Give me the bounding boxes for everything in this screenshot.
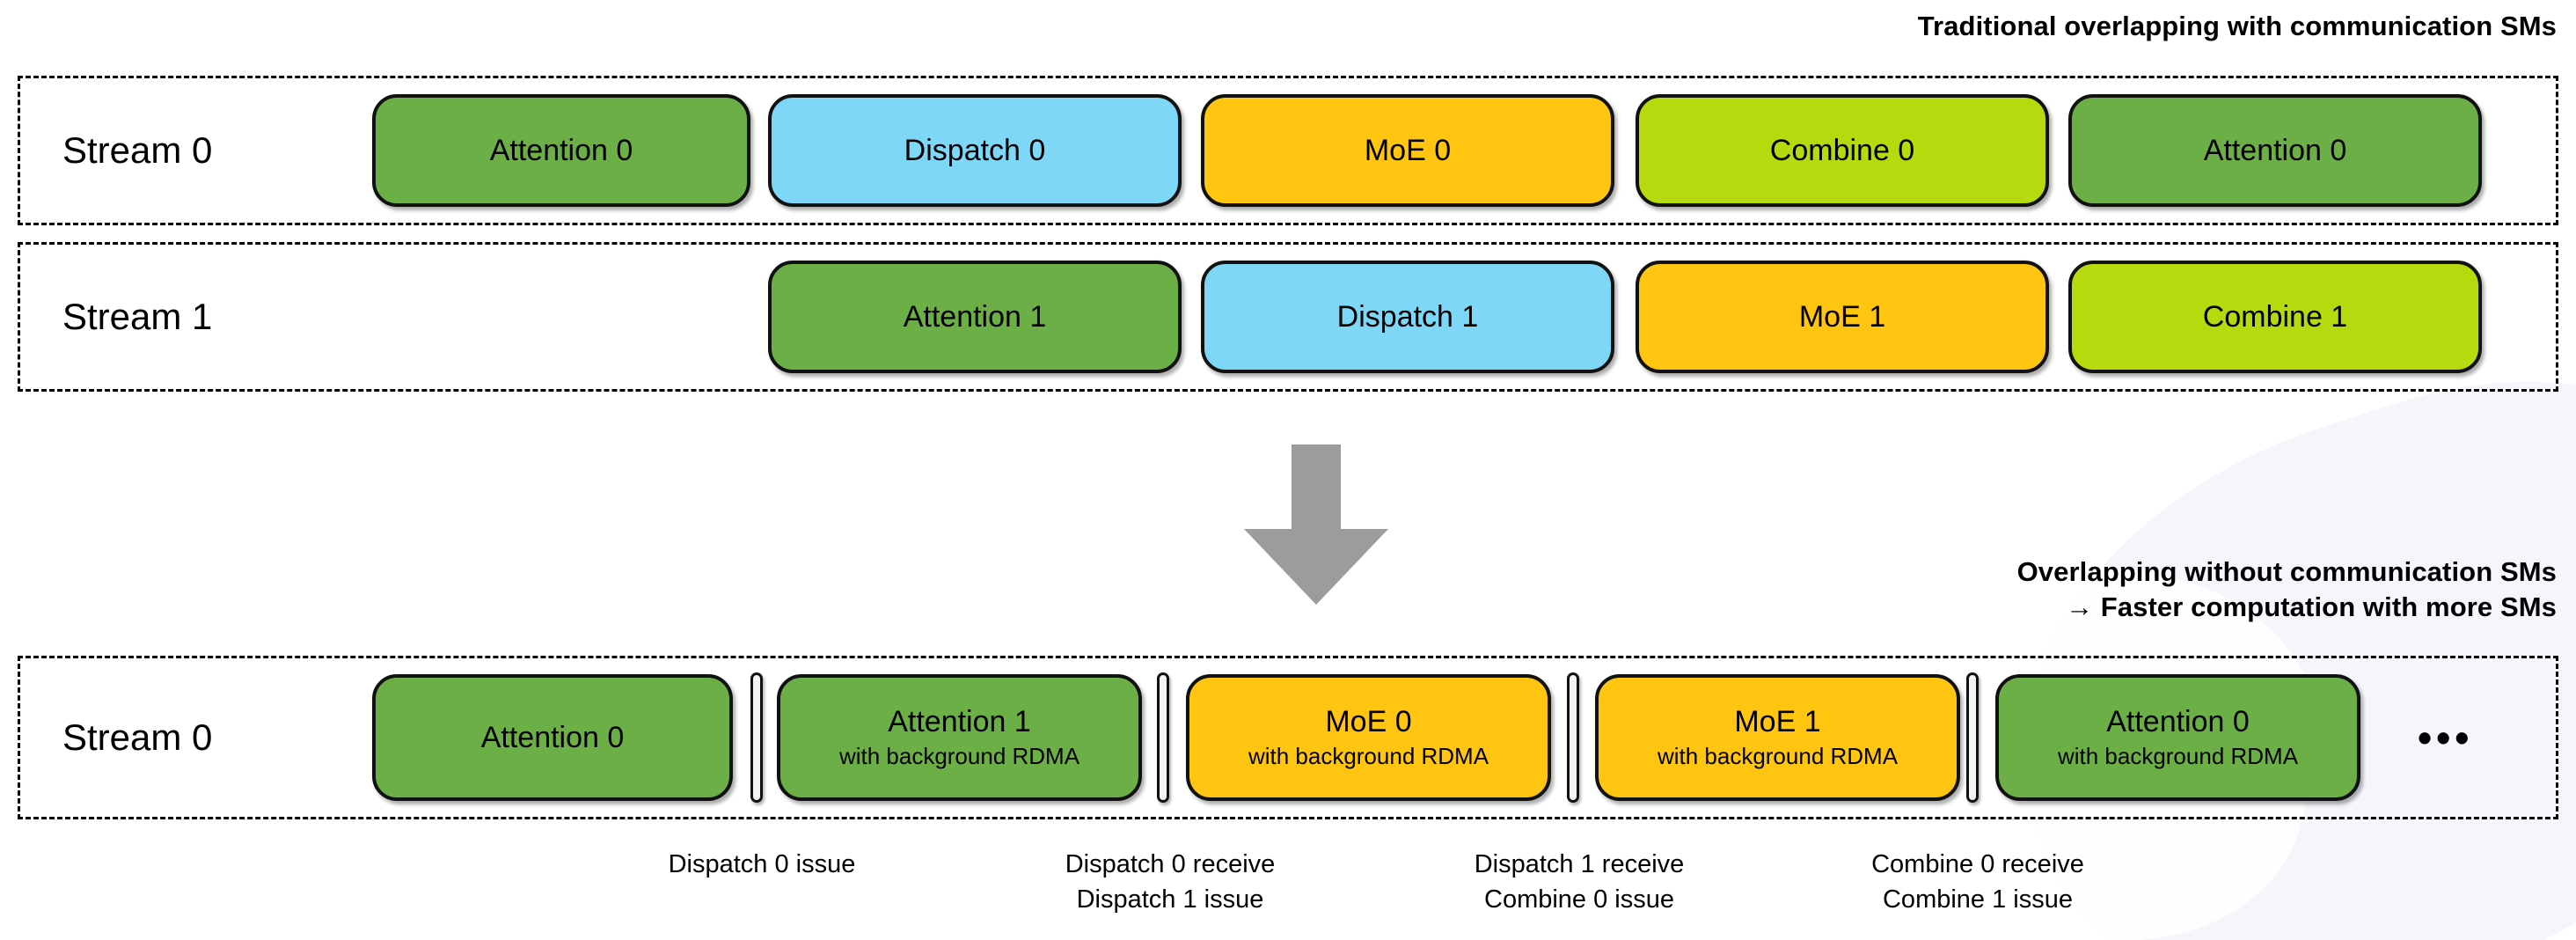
block-title: Attention 0 [489, 133, 633, 167]
block-title: Dispatch 0 [904, 133, 1046, 167]
block-subtitle: with background RDMA [838, 743, 1080, 770]
block-attention-0[interactable]: Attention 0 [372, 94, 750, 207]
block-title: Attention 1 [888, 705, 1031, 739]
block-dispatch-0[interactable]: Dispatch 0 [768, 94, 1182, 207]
lane-stream0-bottom: Stream 0 Attention 0 Attention 1 with back… [18, 656, 2558, 819]
block-separator-bar [1157, 672, 1169, 803]
lane-track-stream0-bottom: Attention 0 Attention 1 with background RD… [20, 658, 2556, 817]
block-title: Combine 1 [2202, 299, 2348, 334]
down-arrow-icon [1244, 444, 1388, 605]
block-subtitle: with background RDMA [2057, 743, 2299, 770]
lane-label-stream0-top: Stream 0 [62, 129, 213, 171]
block-attention-1[interactable]: Attention 1 [768, 261, 1182, 373]
block-subtitle: with background RDMA [1657, 743, 1899, 770]
ellipsis-continuation: ••• [2418, 715, 2474, 760]
block-separator-bar [1567, 672, 1579, 803]
block-title: MoE 0 [1325, 705, 1412, 739]
block-moe-1[interactable]: MoE 1 [1636, 261, 2049, 373]
block-title: Combine 0 [1769, 133, 1915, 167]
block-combine-0[interactable]: Combine 0 [1636, 94, 2049, 207]
lane-stream0-top: Stream 0 Attention 0 Dispatch 0 MoE 0 Combi… [18, 76, 2558, 225]
annotation-note: Dispatch 1 receive Combine 0 issue [1474, 850, 1685, 914]
lane-label-stream0-bottom: Stream 0 [62, 716, 213, 758]
lane-label-stream1: Stream 1 [62, 296, 213, 337]
block-title: Dispatch 1 [1336, 299, 1479, 334]
block-attention-0[interactable]: Attention 0 [372, 674, 733, 801]
block-attention-0[interactable]: Attention 0 [2068, 94, 2482, 207]
annotation-note: Dispatch 0 issue [668, 850, 856, 878]
block-title: Attention 0 [480, 720, 625, 754]
block-moe-0[interactable]: MoE 0 with background RDMA [1186, 674, 1551, 801]
caption-overlapping-without-comm-sms: Overlapping without communication SMs → … [2016, 556, 2557, 622]
block-moe-1[interactable]: MoE 1 with background RDMA [1595, 674, 1960, 801]
block-separator-bar [750, 672, 763, 803]
lane-stream1: Stream 1 Attention 1 Dispatch 1 MoE 1 Combi… [18, 242, 2558, 392]
block-moe-0[interactable]: MoE 0 [1201, 94, 1614, 207]
lane-track-stream0-top: Attention 0 Dispatch 0 MoE 0 Combine 0 Atten… [20, 78, 2556, 223]
block-attention-0[interactable]: Attention 0 with background RDMA [1995, 674, 2360, 801]
annotation-note: Dispatch 0 receive Dispatch 1 issue [1065, 850, 1276, 914]
block-title: MoE 1 [1798, 299, 1886, 334]
annotation-note: Combine 0 receive Combine 1 issue [1871, 850, 2084, 914]
block-title: MoE 0 [1364, 133, 1452, 167]
block-title: Attention 0 [2203, 133, 2347, 167]
lane-track-stream1: Attention 1 Dispatch 1 MoE 1 Combine 1 [20, 245, 2556, 389]
block-combine-1[interactable]: Combine 1 [2068, 261, 2482, 373]
block-title: MoE 1 [1734, 705, 1821, 739]
block-subtitle: with background RDMA [1248, 743, 1489, 770]
caption-traditional-overlapping: Traditional overlapping with communicati… [1917, 11, 2557, 41]
block-attention-1[interactable]: Attention 1 with background RDMA [777, 674, 1142, 801]
block-dispatch-1[interactable]: Dispatch 1 [1201, 261, 1614, 373]
block-title: Attention 1 [903, 299, 1047, 334]
block-title: Attention 0 [2106, 705, 2250, 739]
block-separator-bar [1966, 672, 1979, 803]
